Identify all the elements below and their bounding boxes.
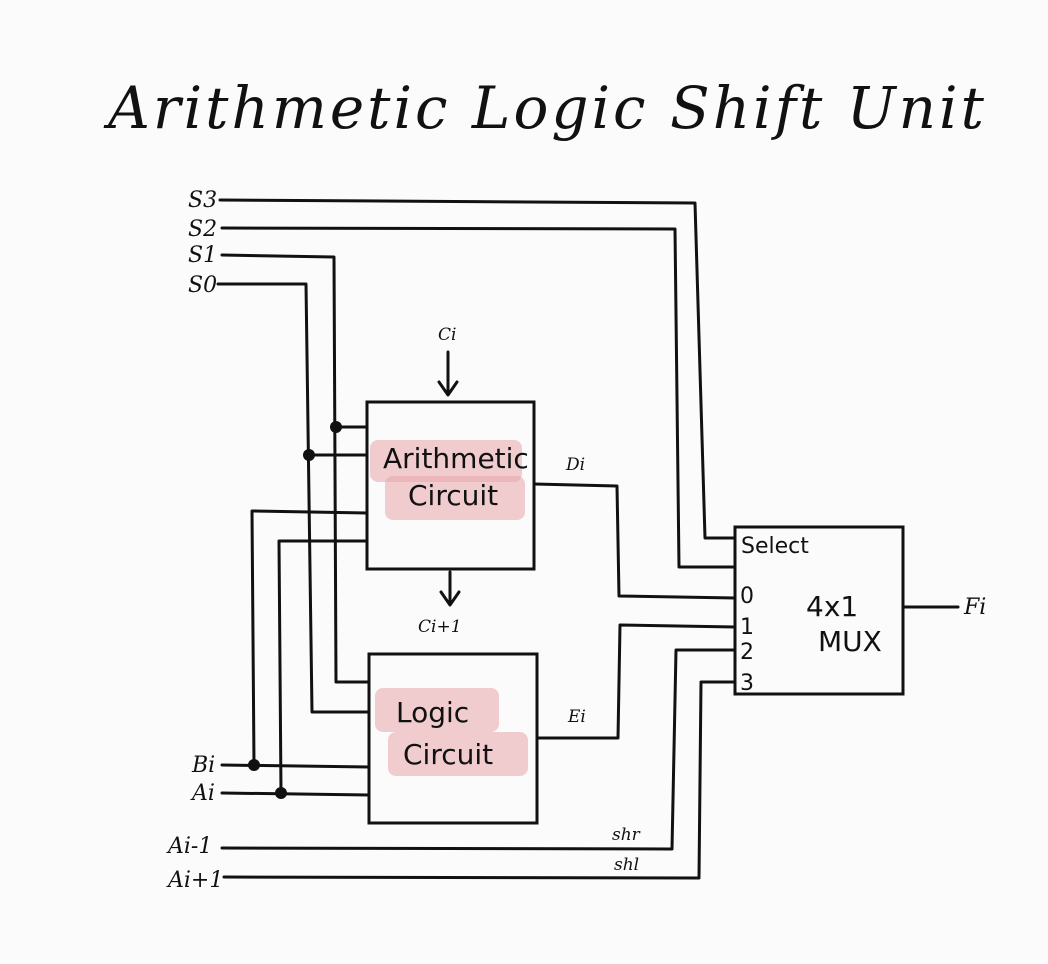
ai-label: Ai bbox=[190, 781, 215, 806]
ei-wire bbox=[535, 623, 737, 740]
mux-input-0-label: 0 bbox=[740, 584, 754, 609]
diagram-title: Arithmetic Logic Shift Unit bbox=[103, 74, 987, 142]
highlight-arithmetic bbox=[370, 440, 522, 482]
s0-junction bbox=[303, 449, 315, 461]
s1-junction bbox=[330, 421, 342, 433]
ei-label: Ei bbox=[567, 707, 586, 727]
arithmetic-circuit-label: Circuit bbox=[408, 479, 498, 512]
carry-out-arrowhead bbox=[439, 590, 461, 607]
highlight-logic bbox=[375, 688, 499, 732]
bi-wire bbox=[220, 763, 371, 769]
ai-plus-1-label: Ai+1 bbox=[166, 868, 223, 893]
s3-wire bbox=[218, 198, 737, 540]
carry-in-label: Ci bbox=[438, 325, 456, 345]
bi-label: Bi bbox=[191, 753, 215, 778]
mux-name-line1: 4x1 bbox=[806, 590, 858, 623]
logic-label: Logic bbox=[396, 696, 469, 729]
ai-to-arith-wire bbox=[277, 539, 369, 795]
bi-to-arith-wire bbox=[250, 509, 369, 767]
s0-label: S0 bbox=[188, 273, 217, 298]
s0-wire bbox=[216, 282, 371, 714]
mux-input-3-label: 3 bbox=[740, 671, 754, 696]
di-wire bbox=[532, 482, 737, 600]
arithmetic-label: Arithmetic bbox=[383, 442, 529, 475]
highlight-circuit-2 bbox=[388, 732, 528, 776]
fi-label: Fi bbox=[963, 595, 986, 620]
ai-junction bbox=[275, 787, 287, 799]
bi-junction bbox=[248, 759, 260, 771]
ai-plus-1-wire bbox=[222, 680, 737, 880]
s2-label: S2 bbox=[188, 217, 217, 242]
s2-wire bbox=[220, 226, 737, 569]
mux-select-label: Select bbox=[741, 534, 809, 559]
carry-out-label: Ci+1 bbox=[418, 617, 462, 637]
s1-wire bbox=[220, 253, 371, 684]
s3-label: S3 bbox=[188, 188, 217, 213]
mux-input-2-label: 2 bbox=[740, 640, 754, 665]
s1-label: S1 bbox=[188, 243, 217, 268]
shr-label: shr bbox=[612, 825, 641, 845]
mux-name-line2: MUX bbox=[818, 625, 882, 658]
shl-label: shl bbox=[614, 855, 639, 875]
mux-input-1-label: 1 bbox=[740, 615, 754, 640]
highlight-circuit-1 bbox=[385, 476, 525, 520]
ai-minus-1-wire bbox=[220, 648, 737, 851]
ai-wire bbox=[220, 791, 371, 797]
carry-in-arrowhead bbox=[437, 380, 459, 397]
mux-block bbox=[733, 525, 905, 696]
di-label: Di bbox=[565, 455, 585, 475]
ai-minus-1-label: Ai-1 bbox=[166, 834, 212, 859]
logic-circuit-label: Circuit bbox=[403, 738, 493, 771]
